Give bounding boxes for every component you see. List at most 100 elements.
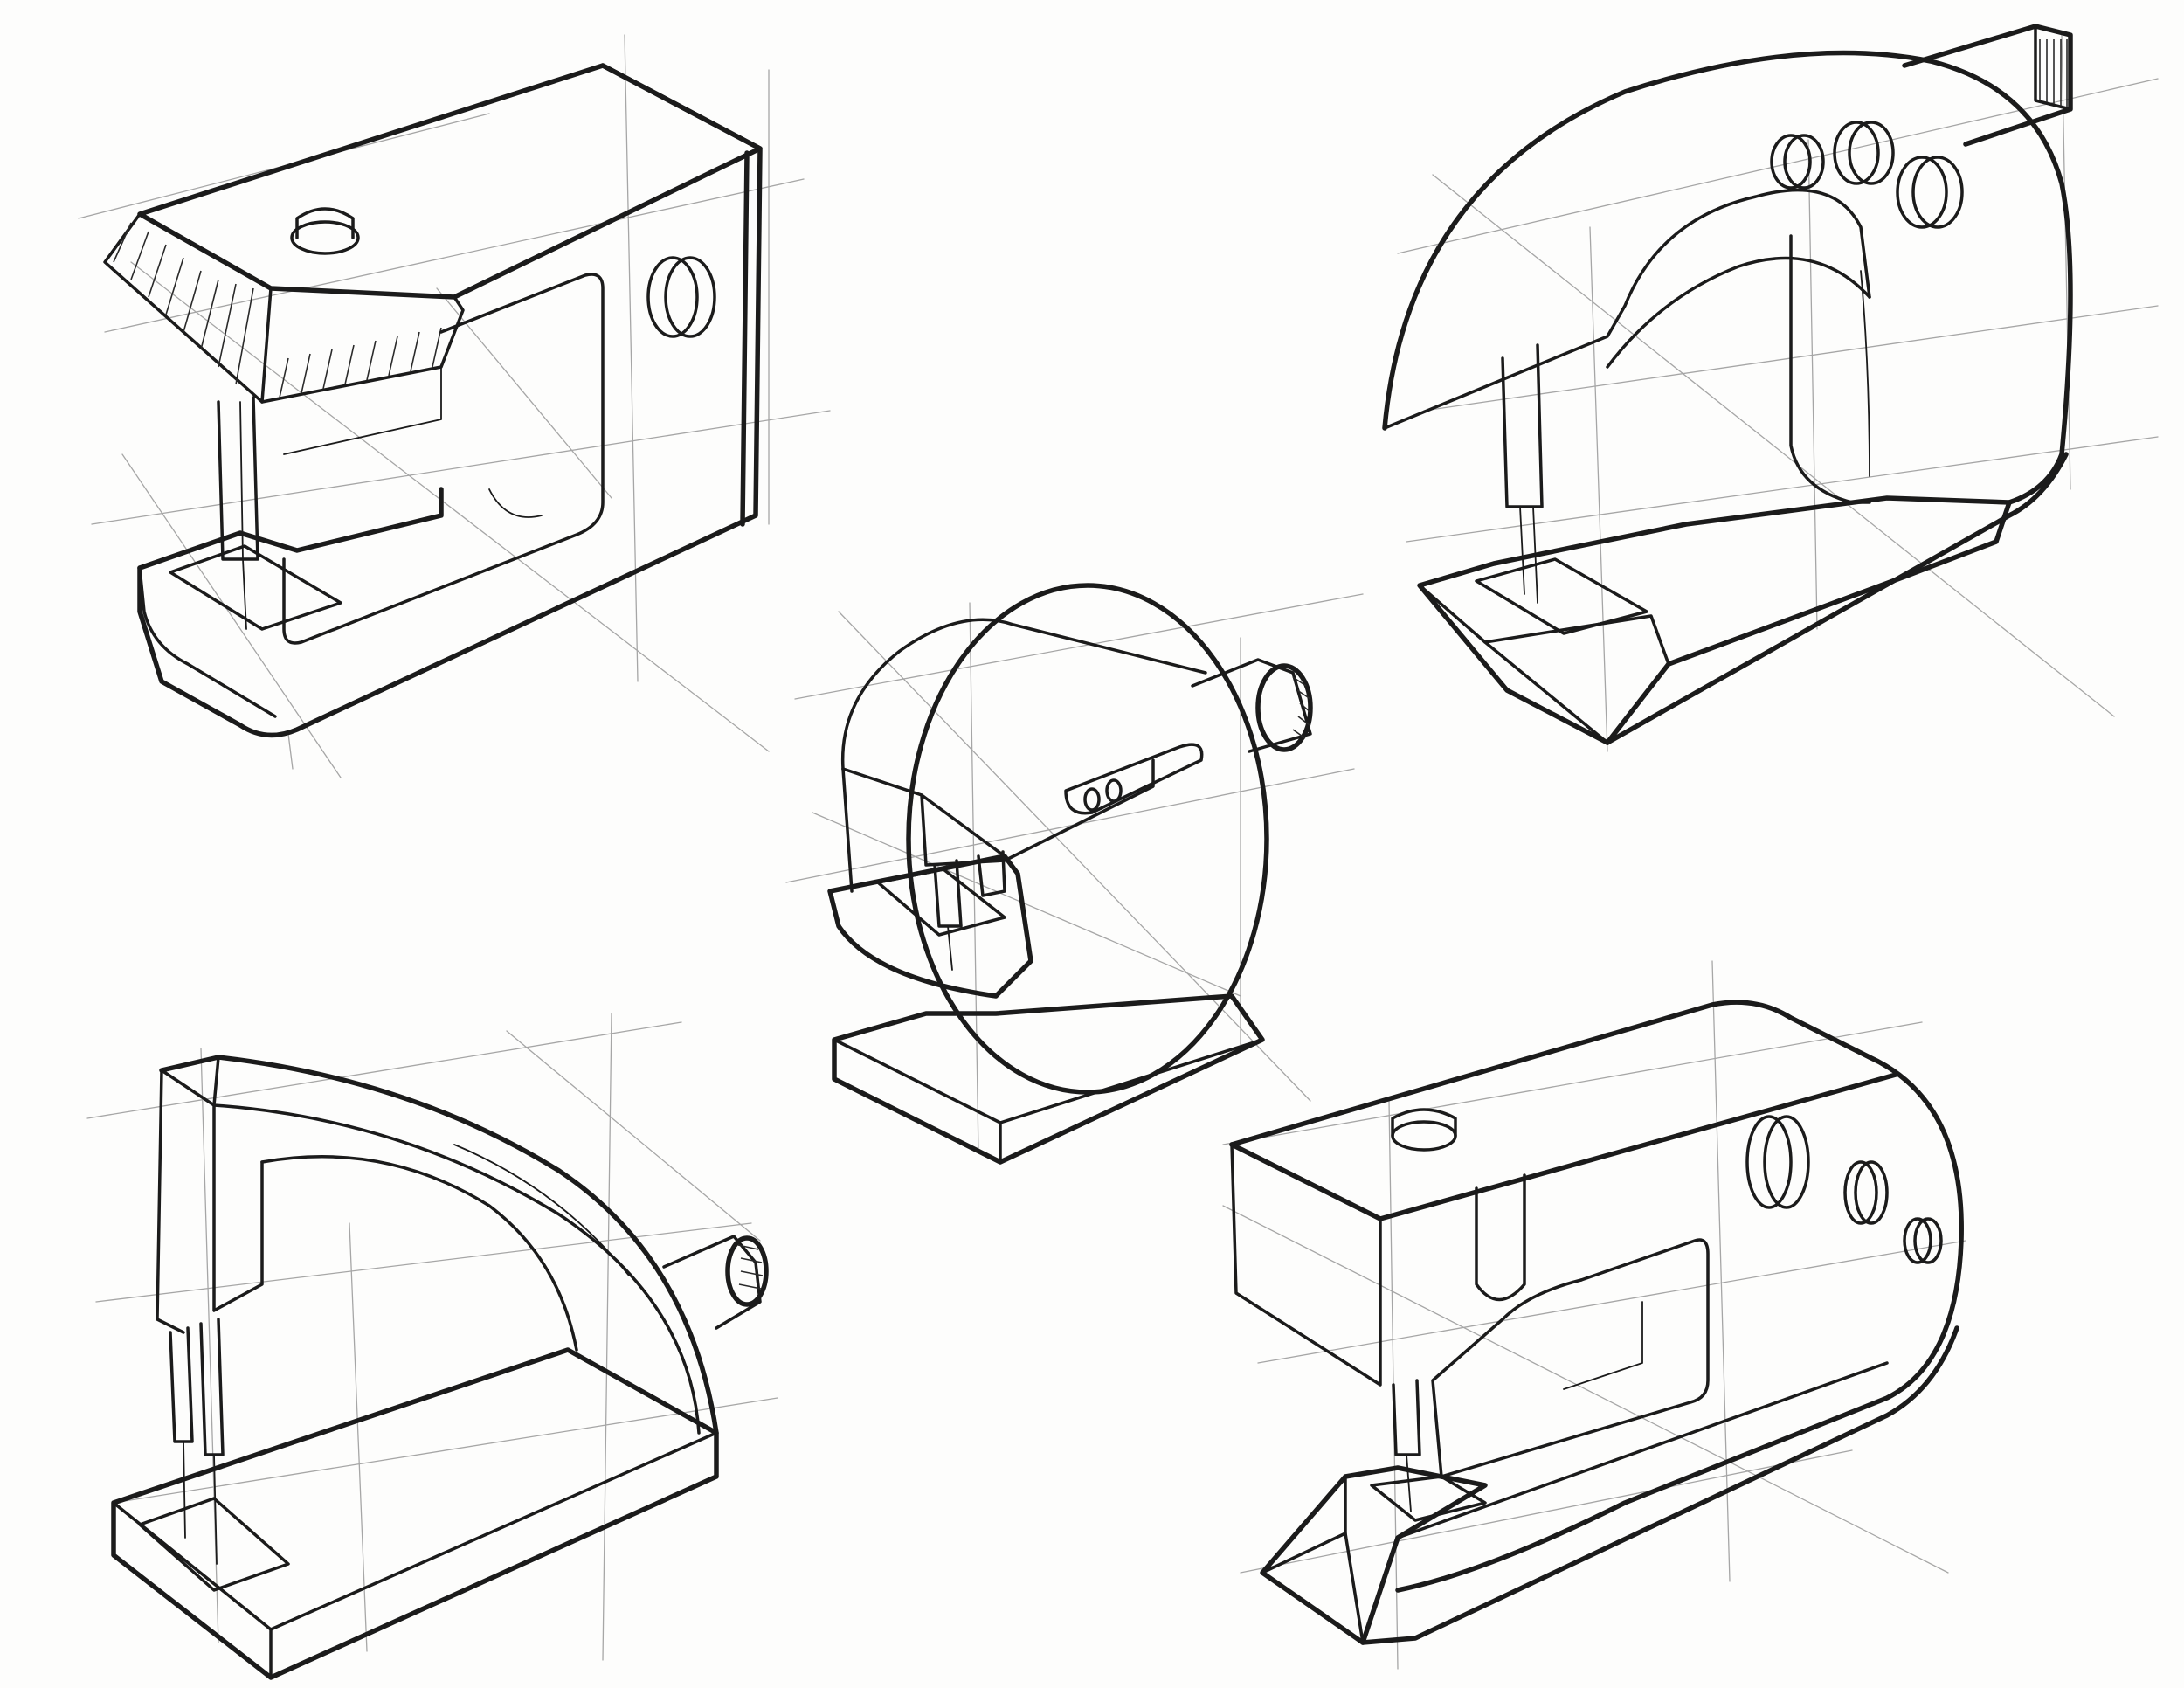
- thread-slot: [1475, 1173, 1526, 1302]
- arch-base-bevel: [1483, 614, 1670, 666]
- boxy-base-front: [138, 566, 277, 718]
- dial-icon: [1745, 1115, 1793, 1209]
- sketch-arched-machine: [1382, 24, 2159, 752]
- top-knob-icon: [290, 220, 360, 255]
- needle-bar: [1501, 343, 1544, 508]
- arm-hatching: [2039, 39, 2068, 107]
- cap-hatching: [113, 222, 442, 398]
- arch-inner-curve: [1860, 270, 1870, 477]
- knob-icon: [1833, 121, 1880, 185]
- construction-lines: [1222, 960, 1966, 1670]
- sketch-rounded-block-machine: [1222, 960, 1966, 1670]
- needle: [1519, 506, 1525, 595]
- needle-bar: [169, 1326, 194, 1443]
- knob-icon: [1770, 134, 1812, 190]
- dial-icon-back: [1854, 1160, 1889, 1225]
- construction-lines: [785, 593, 1364, 1154]
- round-base-plate: [832, 993, 1265, 1165]
- top-knob-icon: [1391, 1120, 1457, 1152]
- sketch-round-compact-machine: [785, 583, 1364, 1165]
- arch-opening: [1606, 256, 1871, 369]
- boxy-cap-side: [260, 295, 465, 404]
- arch-opening-side: [1789, 234, 1871, 504]
- boxy-body: [137, 63, 763, 738]
- handwheel-arm: [1902, 24, 2073, 147]
- block-opening-inner: [1563, 1301, 1643, 1390]
- curved-arm-front: [156, 1069, 185, 1334]
- curved-arm-base-top: [112, 1431, 718, 1631]
- needle: [213, 1454, 218, 1565]
- arch-outer: [1382, 50, 2073, 505]
- arch-base: [1417, 495, 2012, 745]
- block-round-end: [1395, 1055, 1964, 1593]
- screw-icon: [1083, 787, 1101, 812]
- block-opening: [1440, 1238, 1710, 1478]
- boxy-top-cap: [137, 63, 763, 300]
- curved-arm-shade: [453, 1144, 630, 1276]
- construction-lines: [78, 34, 831, 778]
- presser-foot: [977, 850, 1006, 897]
- handwheel-arm-edge: [2034, 24, 2072, 111]
- boxy-opening: [282, 273, 605, 645]
- needle: [1406, 1454, 1412, 1512]
- curved-arm-head: [212, 1103, 264, 1312]
- arch-inner-front: [1383, 188, 1871, 430]
- boxy-opening-inner: [283, 366, 442, 455]
- top-knob-body: [1391, 1108, 1457, 1138]
- construction-lines: [86, 1013, 778, 1661]
- needle: [183, 1441, 186, 1539]
- handwheel-icon: [725, 1235, 769, 1307]
- boxy-body-edge: [740, 150, 750, 527]
- dial-icon: [1843, 1160, 1878, 1225]
- needle-bar: [217, 396, 259, 561]
- block-head-face: [1230, 1143, 1382, 1387]
- handwheel-hub: [1191, 658, 1312, 753]
- needle-plate: [1370, 1475, 1487, 1522]
- block-base-top-edge: [1396, 1361, 1889, 1539]
- block-base-bottom-edge: [1360, 1325, 1959, 1645]
- knob-icon-back: [1783, 134, 1825, 190]
- curved-arm-inner-edge: [212, 1103, 701, 1435]
- boxy-opening-curve: [488, 488, 543, 518]
- lower-tray: [827, 854, 1033, 999]
- round-body-front-edge: [841, 767, 854, 893]
- sketch-boxy-machine: [78, 34, 831, 778]
- knob-icon-back: [1913, 1217, 1943, 1264]
- knob-icon: [1903, 1217, 1932, 1264]
- handwheel-knurl: [1292, 676, 1311, 739]
- knob-icon-back: [1848, 121, 1895, 185]
- sketch-curved-arm-machine: [86, 1013, 778, 1680]
- round-body-back: [840, 618, 1207, 771]
- block-top: [1229, 1000, 1872, 1147]
- dial-icon-back: [664, 256, 716, 338]
- boxy-base: [137, 487, 444, 571]
- handwheel-knurl: [737, 1244, 764, 1290]
- block-base-bevel: [1261, 1532, 1365, 1644]
- dial-icon-back: [1763, 1115, 1810, 1209]
- arch-base-edge: [1605, 452, 2069, 745]
- needle-bar: [933, 859, 963, 928]
- block-opening-curve: [1431, 1278, 1583, 1478]
- curved-arm-opening: [260, 1155, 578, 1352]
- arch-base-front: [1418, 584, 1609, 744]
- top-knob-body: [295, 207, 355, 239]
- thread-slot: [1064, 743, 1204, 815]
- handwheel-icon: [1255, 663, 1313, 752]
- curved-arm-outer: [159, 1055, 719, 1435]
- round-body: [906, 583, 1269, 1095]
- block-top-front-edge: [1229, 1072, 1898, 1221]
- screw-icon: [1105, 778, 1123, 803]
- needle-bar: [1392, 1379, 1421, 1456]
- head-box: [920, 758, 1155, 867]
- knob-icon: [1896, 156, 1948, 229]
- knob-icon-back: [1911, 156, 1964, 229]
- curved-arm-base: [111, 1347, 719, 1680]
- needle-plate: [1475, 557, 1648, 635]
- handwheel-hub: [662, 1235, 762, 1330]
- needle-plate: [876, 868, 1006, 937]
- dial-icon: [646, 256, 699, 338]
- needle-plate: [138, 1497, 290, 1592]
- needle-plate: [169, 544, 342, 631]
